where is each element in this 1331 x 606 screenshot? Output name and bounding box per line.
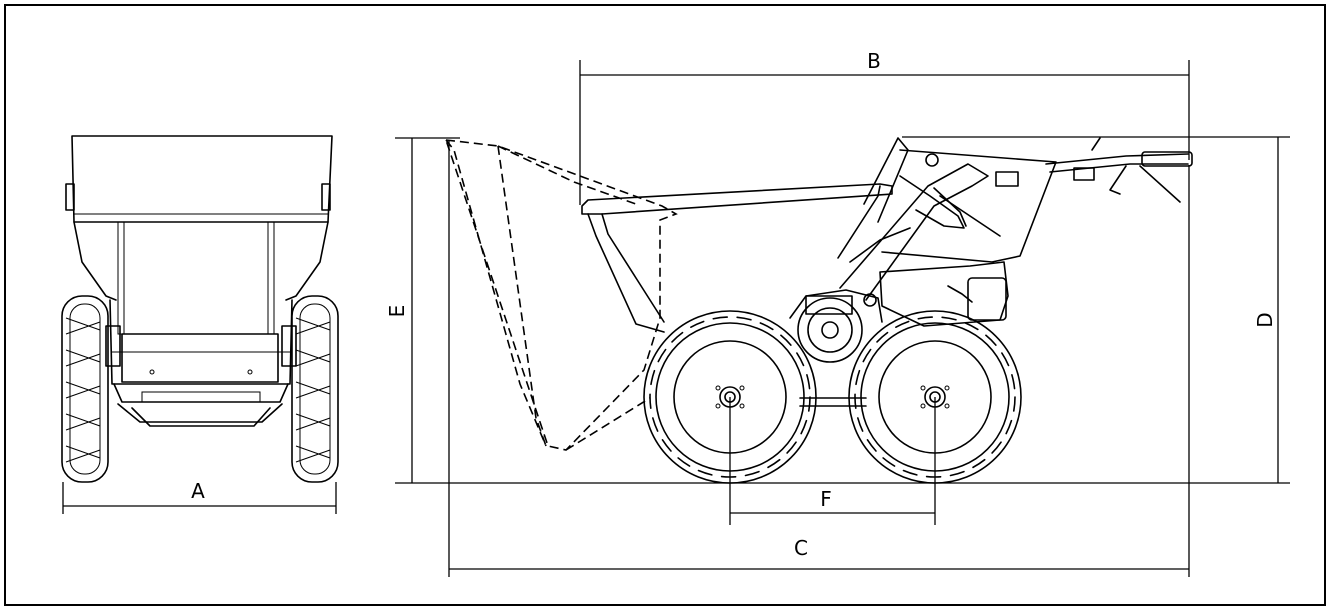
dimension-e: E xyxy=(385,138,413,483)
side-view xyxy=(444,137,1193,484)
label-d: D xyxy=(1253,312,1277,327)
front-view xyxy=(61,135,339,483)
label-a: A xyxy=(191,479,205,503)
dimension-c: C xyxy=(448,140,1190,577)
reference-lines xyxy=(395,136,1290,484)
drawing-frame xyxy=(4,4,1326,606)
dimension-f: F xyxy=(729,397,936,525)
label-b: B xyxy=(867,49,881,73)
dimension-b: B xyxy=(579,49,1190,205)
label-c: C xyxy=(794,536,808,560)
label-e: E xyxy=(385,305,409,318)
label-f: F xyxy=(820,487,832,511)
dimension-d: D xyxy=(1253,137,1279,483)
dimension-a: A xyxy=(62,479,337,514)
